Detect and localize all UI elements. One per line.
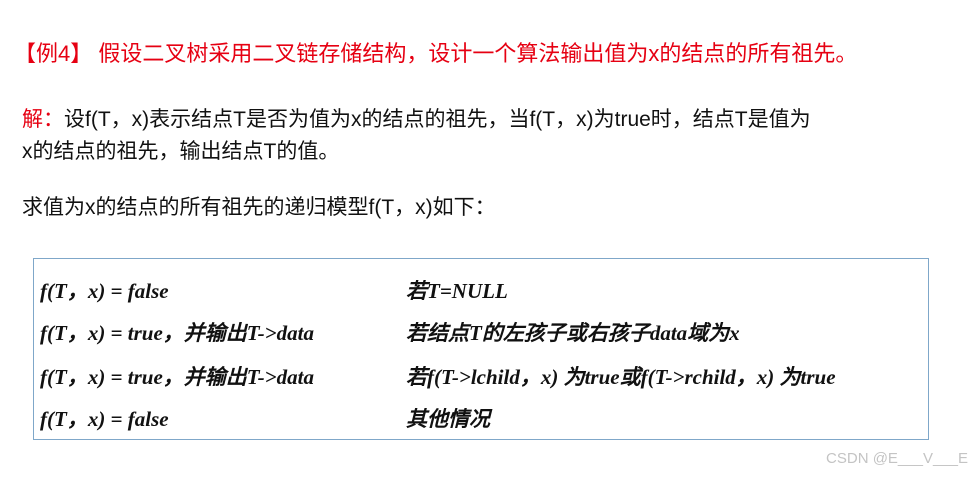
rule-expression: f(T，x) = false [40, 407, 169, 431]
rule-expression: f(T，x) = true，并输出T->data [40, 321, 314, 345]
solution-paragraph: 解：设f(T，x)表示结点T是否为值为x的结点的祖先，当f(T，x)为true时… [22, 104, 952, 168]
model-intro: 求值为x的结点的所有祖先的递归模型f(T，x)如下： [22, 196, 496, 219]
example-title: 【例4】 假设二叉树采用二叉链存储结构，设计一个算法输出值为x的结点的所有祖先。 [14, 41, 858, 66]
rule-condition: 若结点T的左孩子或右孩子data域为x [406, 321, 740, 345]
rule-expression: f(T，x) = true，并输出T->data [40, 365, 314, 389]
solution-text-line1: 设f(T，x)表示结点T是否为值为x的结点的祖先，当f(T，x)为true时，结… [64, 108, 811, 131]
solution-label: 解： [22, 108, 64, 131]
rule-condition: 若T=NULL [406, 279, 508, 303]
watermark: CSDN @E___V___E [826, 450, 968, 467]
recursive-model-box: f(T，x) = false 若T=NULL f(T，x) = true，并输出… [33, 258, 929, 440]
rule-condition: 其他情况 [406, 407, 490, 431]
rule-condition: 若f(T->lchild，x) 为true或f(T->rchild，x) 为tr… [406, 365, 836, 389]
solution-text-line2: x的结点的祖先，输出结点T的值。 [22, 140, 340, 163]
rule-expression: f(T，x) = false [40, 279, 169, 303]
